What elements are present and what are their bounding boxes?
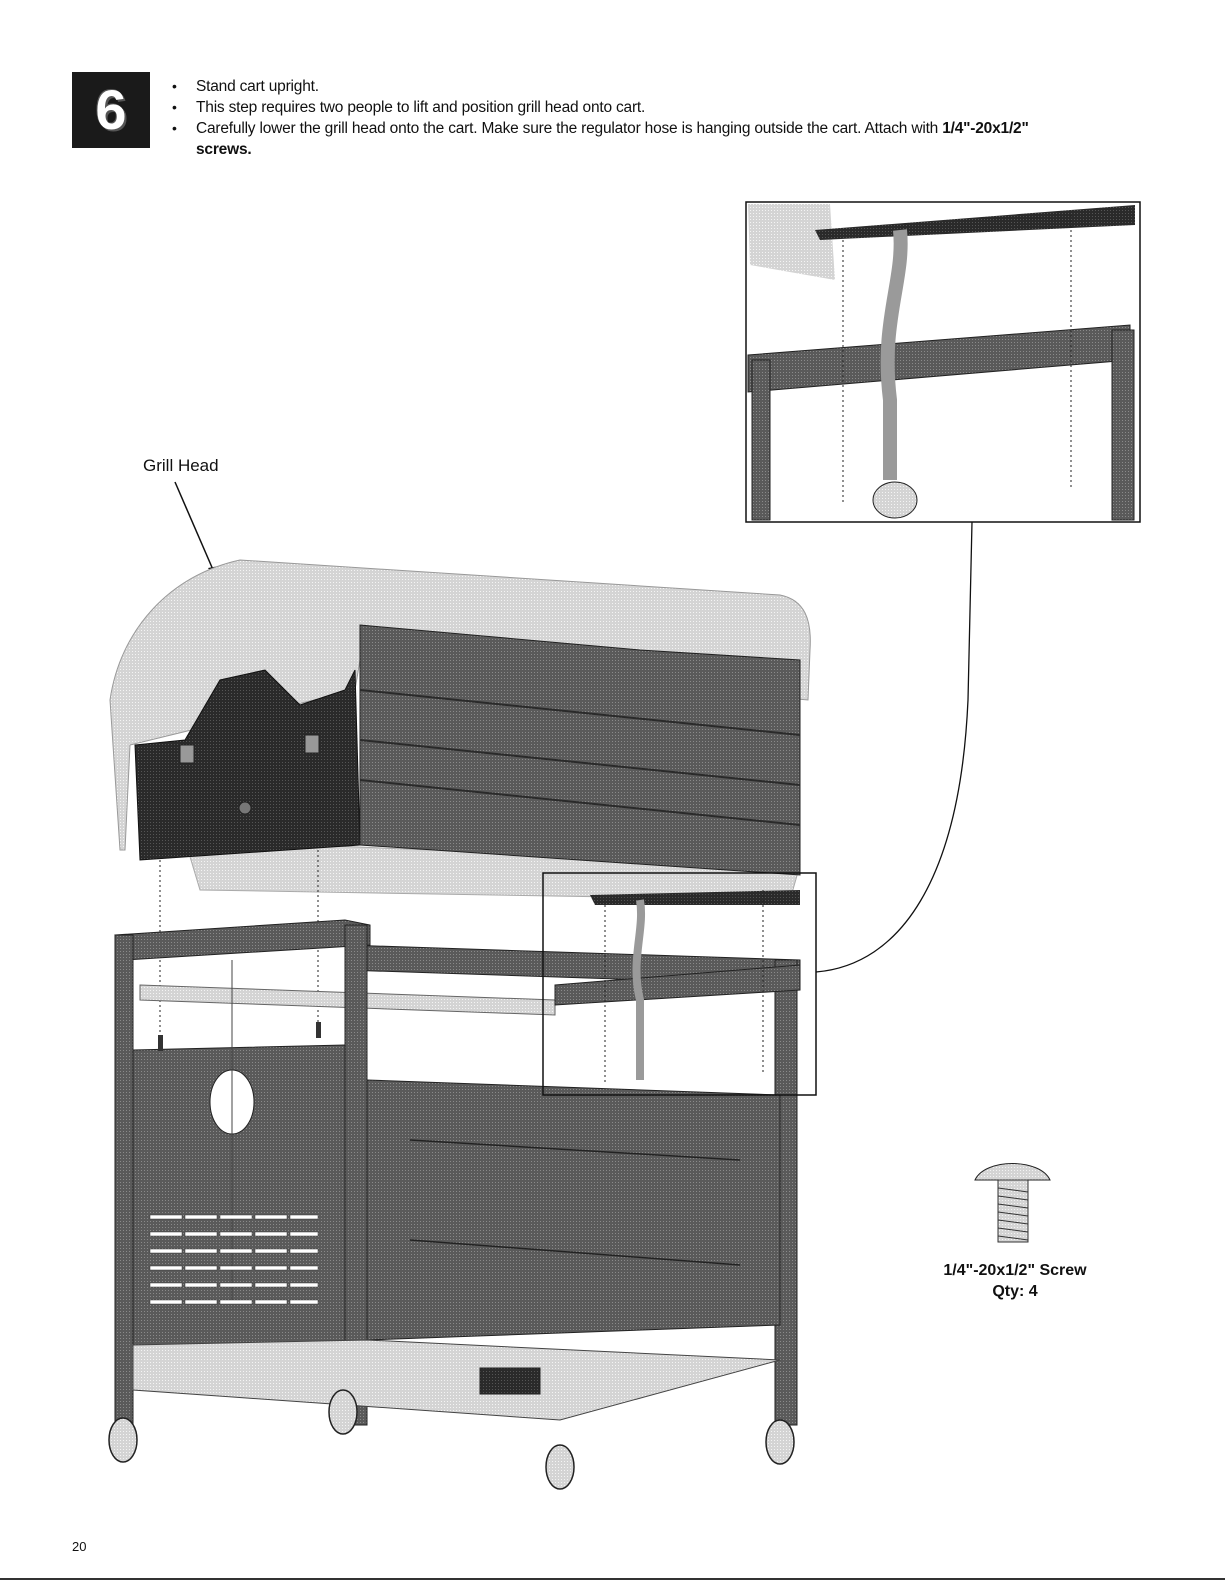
page-number: 20: [72, 1539, 86, 1554]
detail-connector-line: [816, 522, 972, 972]
magnified-detail: [746, 202, 1140, 522]
hardware-name: 1/4"-20x1/2" Screw: [915, 1260, 1115, 1281]
screw-icon: [975, 1164, 1050, 1243]
hardware-caption: 1/4"-20x1/2" Screw Qty: 4: [915, 1260, 1115, 1302]
bottom-rule: [0, 1578, 1225, 1580]
hardware-quantity: Qty: 4: [915, 1281, 1115, 1302]
grill-head-label: Grill Head: [143, 456, 219, 476]
grill-head-arrow: [175, 482, 219, 580]
